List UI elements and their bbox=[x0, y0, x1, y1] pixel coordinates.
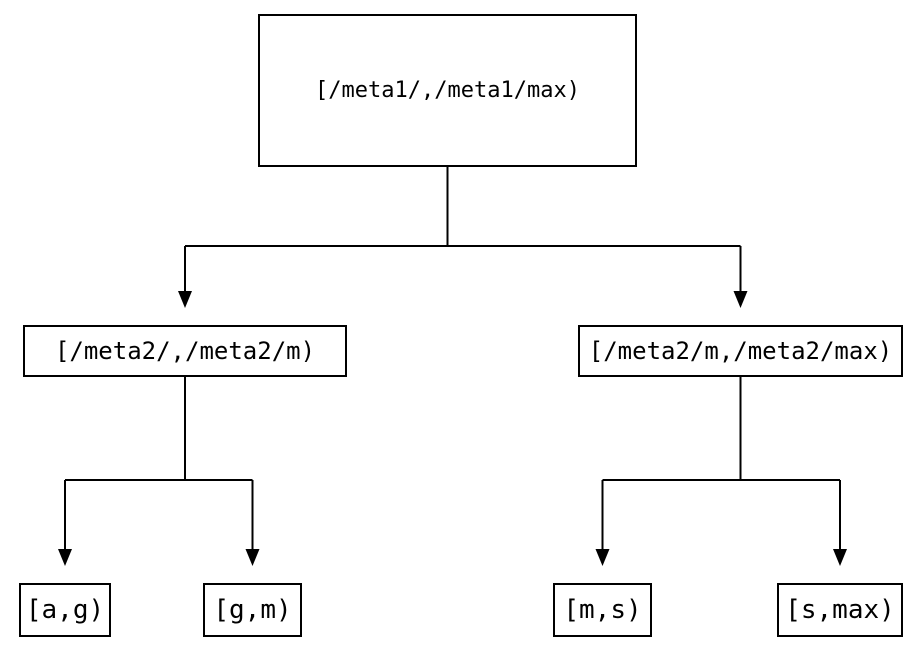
edge-right-children bbox=[595, 377, 847, 566]
arrowhead-down-icon bbox=[245, 549, 260, 566]
node-leaf-a-g: [a,g) bbox=[19, 583, 111, 637]
arrowhead-down-icon bbox=[733, 291, 748, 308]
edge-left-children bbox=[58, 377, 260, 566]
node-meta2-right-interval: [/meta2/m,/meta2/max) bbox=[578, 325, 903, 377]
node-meta2-left-interval: [/meta2/,/meta2/m) bbox=[23, 325, 347, 377]
node-root-interval: [/meta1/,/meta1/max) bbox=[258, 14, 637, 167]
arrowhead-down-icon bbox=[178, 291, 192, 308]
node-leaf-s-max: [s,max) bbox=[777, 583, 903, 637]
arrowhead-down-icon bbox=[595, 549, 610, 566]
node-leaf-g-m: [g,m) bbox=[203, 583, 302, 637]
node-leaf-m-s: [m,s) bbox=[553, 583, 652, 637]
arrowhead-down-icon bbox=[58, 549, 72, 566]
arrowhead-down-icon bbox=[833, 549, 847, 566]
edge-root-children bbox=[178, 167, 748, 308]
